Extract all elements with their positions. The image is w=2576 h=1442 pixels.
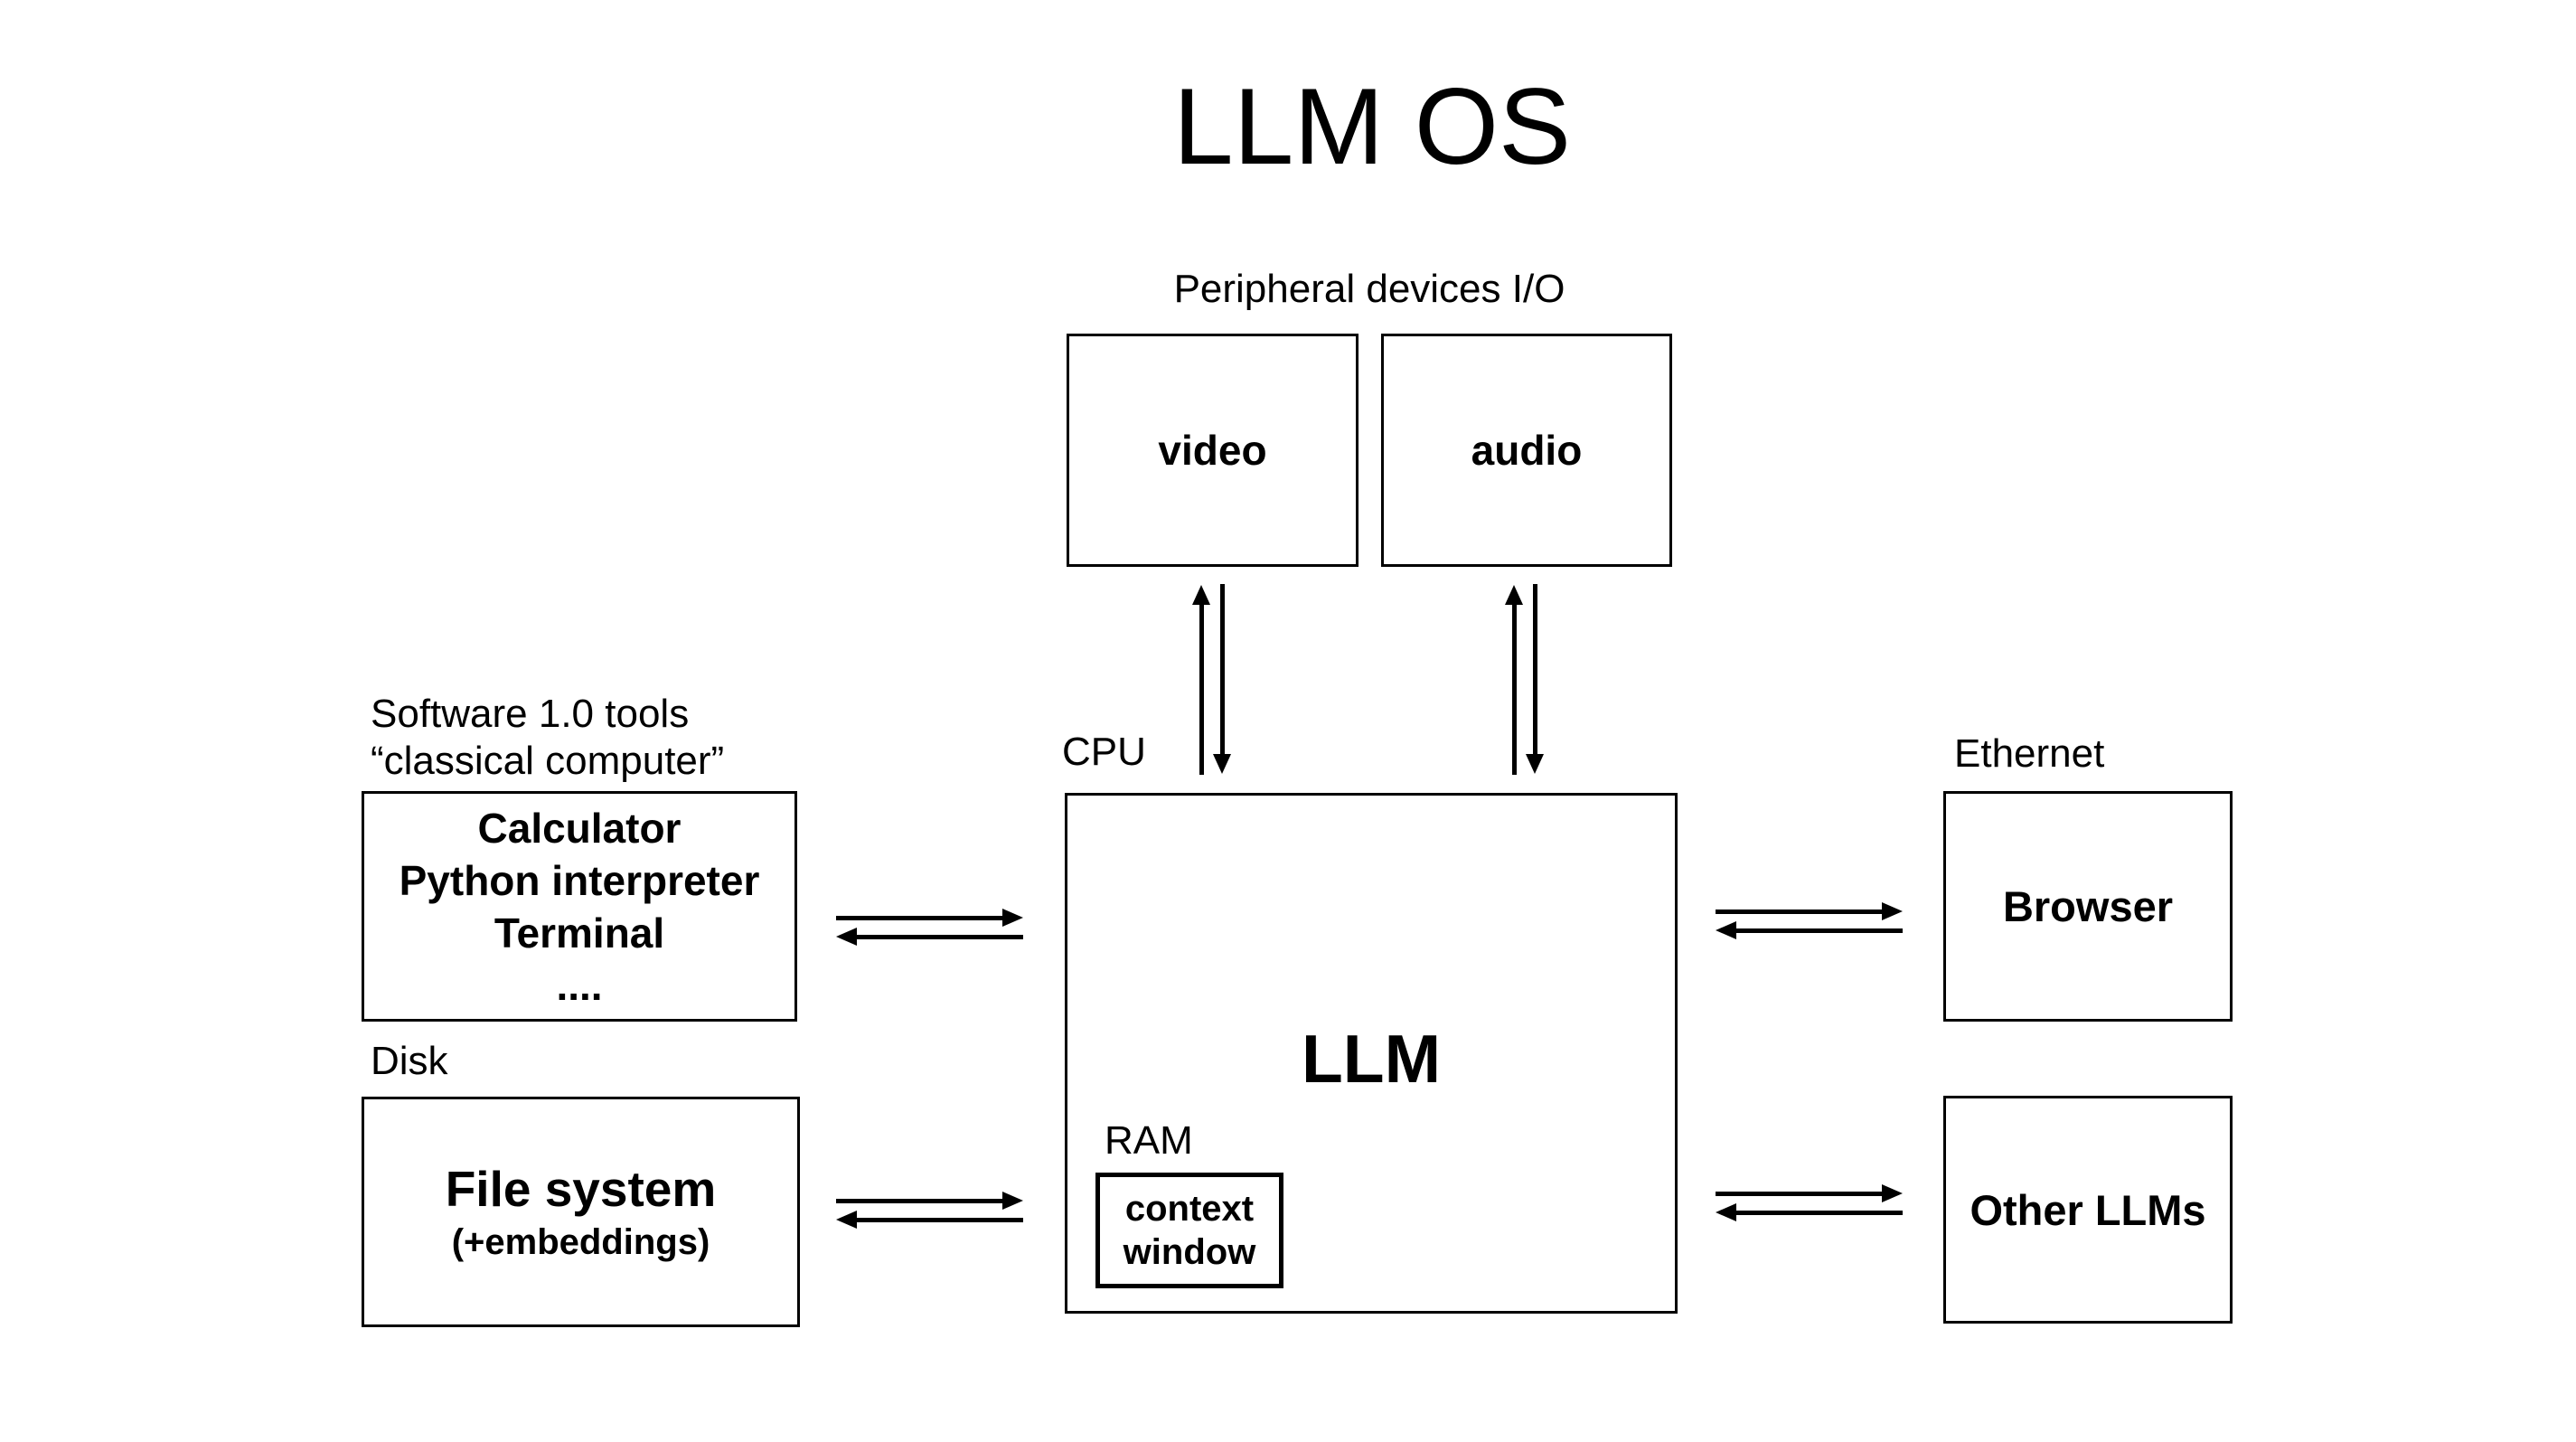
embeddings-label: (+embeddings) bbox=[451, 1221, 710, 1262]
video-label: video bbox=[1158, 427, 1267, 474]
other-llms-label: Other LLMs bbox=[1970, 1185, 2206, 1234]
tool-item-ellipsis: .... bbox=[556, 961, 603, 1009]
cpu-video-down-arrow-icon bbox=[1213, 584, 1231, 774]
video-cpu-up-arrow-icon bbox=[1192, 585, 1210, 775]
llm-label: LLM bbox=[1301, 1021, 1442, 1097]
disk-cpu-right-arrow-icon bbox=[836, 1192, 1023, 1210]
tools-cpu-right-arrow-icon bbox=[836, 909, 1023, 927]
context-window-label-line1: context bbox=[1124, 1189, 1255, 1229]
cpu-otherllms-right-arrow-icon bbox=[1716, 1184, 1903, 1202]
audio-box: audio bbox=[1381, 334, 1672, 567]
software-tools-box: Calculator Python interpreter Terminal .… bbox=[362, 791, 797, 1022]
context-window-box: context window bbox=[1095, 1173, 1283, 1288]
software-tools-label-line2: “classical computer” bbox=[371, 739, 725, 783]
cpu-label: CPU bbox=[1062, 730, 1146, 774]
peripheral-devices-label: Peripheral devices I/O bbox=[1173, 267, 1565, 311]
disk-label: Disk bbox=[371, 1039, 448, 1083]
audio-label: audio bbox=[1471, 427, 1583, 474]
audio-cpu-up-arrow-icon bbox=[1505, 585, 1523, 775]
file-system-box: File system (+embeddings) bbox=[362, 1097, 800, 1327]
browser-cpu-left-arrow-icon bbox=[1716, 921, 1903, 939]
tool-item-terminal: Terminal bbox=[494, 909, 665, 957]
cpu-disk-left-arrow-icon bbox=[836, 1211, 1023, 1229]
tool-item-calculator: Calculator bbox=[477, 804, 682, 852]
software-tools-label-line1: Software 1.0 tools bbox=[371, 692, 690, 736]
tool-item-python-interpreter: Python interpreter bbox=[399, 856, 760, 904]
context-window-label-line2: window bbox=[1123, 1232, 1256, 1272]
ram-label: RAM bbox=[1105, 1118, 1193, 1163]
cpu-browser-right-arrow-icon bbox=[1716, 902, 1903, 920]
page-title: LLM OS bbox=[1172, 66, 1572, 187]
browser-label: Browser bbox=[2002, 882, 2174, 930]
cpu-tools-left-arrow-icon bbox=[836, 928, 1023, 946]
file-system-label: File system bbox=[445, 1160, 717, 1217]
software-tools-label: Software 1.0 tools “classical computer” bbox=[371, 691, 724, 785]
cpu-audio-down-arrow-icon bbox=[1526, 584, 1544, 774]
video-box: video bbox=[1067, 334, 1359, 567]
other-llms-box: Other LLMs bbox=[1943, 1096, 2233, 1324]
otherllms-cpu-left-arrow-icon bbox=[1716, 1203, 1903, 1221]
browser-box: Browser bbox=[1943, 791, 2233, 1022]
ethernet-label: Ethernet bbox=[1954, 731, 2105, 776]
